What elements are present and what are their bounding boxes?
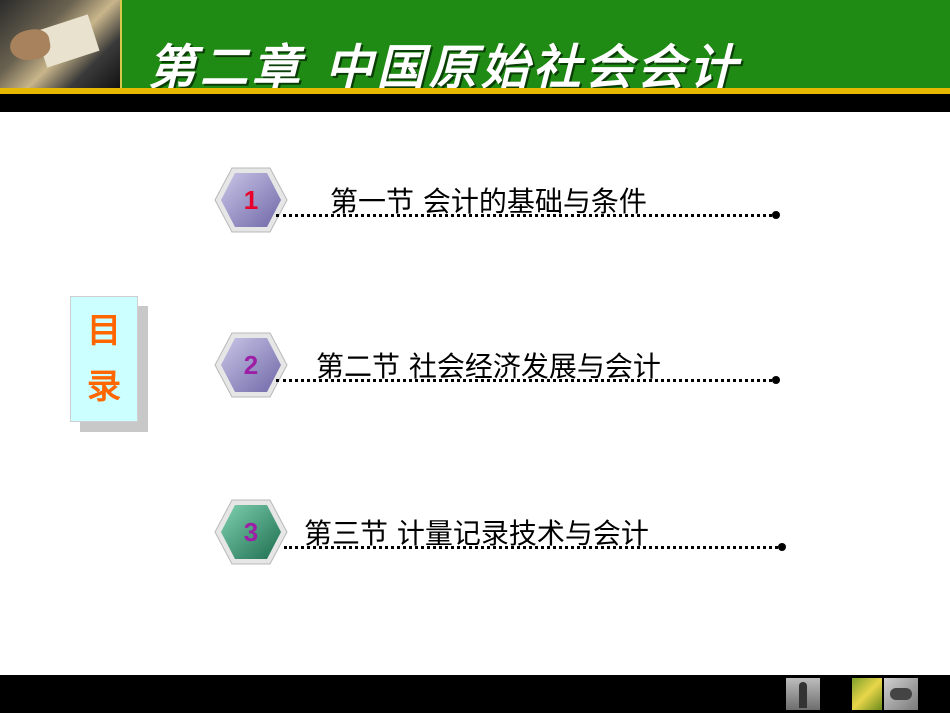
item-label-2: 第二节 社会经济发展与会计 [316, 350, 661, 383]
header-title-band [120, 0, 950, 90]
footer-thumbnail-building [852, 678, 882, 710]
toc-item-1[interactable]: 1 第一节 会计的基础与条件 [214, 166, 794, 236]
header-black-line [0, 94, 950, 112]
dotted-leader-3 [284, 546, 778, 549]
leader-end-dot-2 [772, 376, 780, 384]
toc-char-1: 目 [87, 311, 121, 351]
hexagon-badge-1 [214, 166, 288, 234]
slide-title: 第二章 中国原始社会会计 [148, 40, 741, 96]
header-photo [0, 0, 120, 90]
leader-end-dot-3 [778, 543, 786, 551]
leader-end-dot-1 [772, 211, 780, 219]
footer-thumbnail-handshake [884, 678, 918, 710]
item-label-3: 第三节 计量记录技术与会计 [304, 517, 649, 550]
hexagon-badge-3 [214, 498, 288, 566]
handshake-icon [890, 688, 912, 700]
toc-char-2: 录 [87, 367, 121, 407]
toc-label-box: 目 录 [70, 296, 138, 422]
hexagon-badge-2 [214, 331, 288, 399]
item-number-1: 1 [243, 185, 259, 215]
dotted-leader-2 [276, 379, 772, 382]
item-label-1: 第一节 会计的基础与条件 [330, 185, 647, 218]
item-number-2: 2 [243, 350, 259, 380]
person-icon [799, 682, 807, 708]
item-number-3: 3 [243, 517, 259, 547]
header-gold-line [0, 88, 950, 94]
dotted-leader-1 [276, 214, 772, 217]
footer-thumbnail-person [786, 678, 820, 710]
toc-item-2[interactable]: 2 第二节 社会经济发展与会计 [214, 331, 794, 401]
toc-item-3[interactable]: 3 第三节 计量记录技术与会计 [214, 498, 794, 568]
